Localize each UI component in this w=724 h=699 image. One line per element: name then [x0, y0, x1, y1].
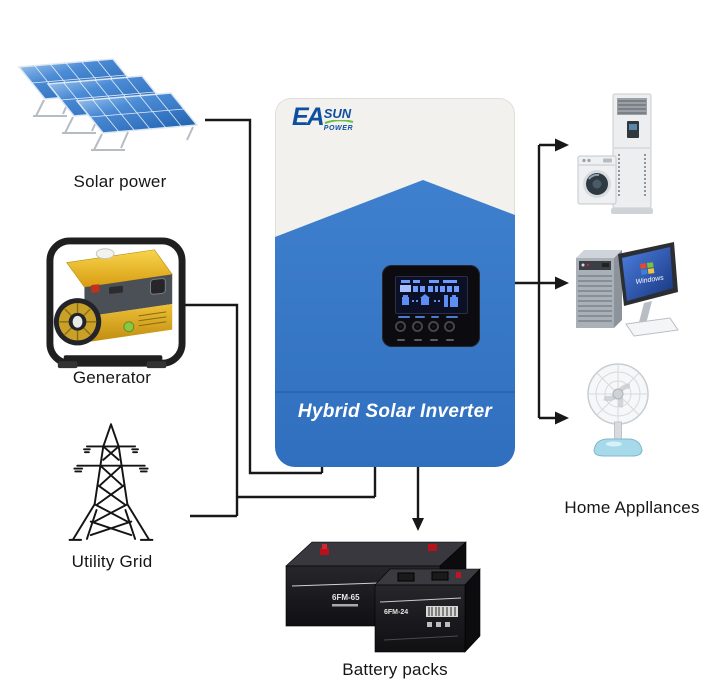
- arrowhead-appliance-bottom: [555, 411, 569, 425]
- battery-small: 6FM-24: [374, 568, 481, 653]
- button-label-dash: [414, 339, 422, 341]
- easun-logo: EA SUN POWER: [292, 105, 354, 132]
- battery-large-model: 6FM-65: [332, 593, 360, 602]
- home-appliances-label: Home Appllances: [564, 498, 700, 517]
- battery-small-model: 6FM-24: [384, 609, 408, 616]
- logo-text-ea: EA: [292, 103, 325, 131]
- monitor-screen-text: Windows: [635, 275, 665, 286]
- desktop-computer-icon: Windows: [576, 242, 679, 337]
- lcd-menu-dash: [415, 316, 425, 318]
- inverter-title: Hybrid Solar Inverter: [297, 401, 493, 422]
- lcd-menu-dash: [398, 316, 410, 318]
- lcd-menu-dash: [446, 316, 458, 318]
- wire-appliance-bus: [537, 143, 555, 420]
- panel-button-enter[interactable]: [444, 321, 455, 332]
- lcd-menu-dash: [431, 316, 439, 318]
- utility-grid-icon: [68, 423, 154, 541]
- lcd-graphics: [400, 280, 459, 307]
- solar-panels-icon: [17, 58, 199, 151]
- panel-button-esc[interactable]: [395, 321, 406, 332]
- battery-packs-label: Battery packs: [342, 660, 448, 679]
- button-label-dash: [446, 339, 454, 341]
- logo-text-sun: SUN: [323, 106, 352, 121]
- inverter-control-panel: [382, 265, 480, 347]
- arrowhead-appliance-top: [555, 138, 569, 152]
- button-label-dash: [397, 339, 405, 341]
- panel-button-up[interactable]: [412, 321, 423, 332]
- air-conditioner-icon: [611, 93, 653, 214]
- logo-text-power: POWER: [323, 125, 354, 132]
- washing-machine-icon: [577, 155, 617, 205]
- table-fan-icon: [587, 363, 649, 457]
- solar-label: Solar power: [73, 172, 167, 191]
- inverter: EA SUN POWER: [275, 98, 515, 467]
- logo-swoosh: [324, 120, 354, 124]
- utility-grid-label: Utility Grid: [71, 552, 153, 571]
- generator-label: Generator: [72, 368, 152, 387]
- air-conditioner-washer-icon: [577, 93, 653, 214]
- button-label-dash: [430, 339, 438, 341]
- lcd-display: [395, 276, 468, 314]
- panel-buttons: [382, 321, 480, 335]
- panel-button-down[interactable]: [428, 321, 439, 332]
- generator-icon: [46, 237, 186, 369]
- battery-packs-icon: 6FM-65 6FM-24: [285, 541, 481, 653]
- computer-monitor-icon: Windows: [618, 242, 679, 337]
- computer-tower-icon: [576, 250, 622, 328]
